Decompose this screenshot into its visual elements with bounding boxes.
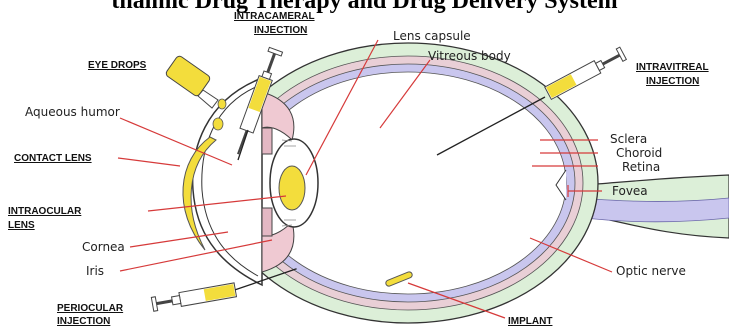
implant-label: IMPLANT xyxy=(508,316,552,327)
intravitreal-syringe-icon xyxy=(545,47,627,99)
cornea-label: Cornea xyxy=(82,240,125,254)
periocular-label: PERIOCULAR xyxy=(57,303,124,314)
intracameral-label: INTRACAMERAL xyxy=(234,11,315,22)
fovea-label: Fovea xyxy=(612,184,648,198)
iris-label: Iris xyxy=(86,264,104,278)
intracameral-label-2: INJECTION xyxy=(254,25,307,36)
sclera-label: Sclera xyxy=(610,132,647,146)
periocular-syringe-icon xyxy=(151,269,300,311)
lens-capsule-label: Lens capsule xyxy=(393,29,471,43)
periocular-label-2: INJECTION xyxy=(57,316,110,327)
choroid-label: Choroid xyxy=(616,146,662,160)
intraocular-label: INTRAOCULAR xyxy=(8,206,82,217)
eye-drops-label: EYE DROPS xyxy=(88,60,147,71)
intravitreal-label: INTRAVITREAL xyxy=(636,62,709,73)
aqueous-humor-label: Aqueous humor xyxy=(25,105,120,119)
retina-label: Retina xyxy=(622,160,660,174)
intravitreal-label-2: INJECTION xyxy=(646,76,699,87)
intraocular-lens xyxy=(279,166,305,210)
vitreous-body-label: Vitreous body xyxy=(428,49,511,63)
iris-upper xyxy=(262,128,272,154)
optic-nerve-label: Optic nerve xyxy=(616,264,686,278)
contact-lens-label: CONTACT LENS xyxy=(14,153,92,164)
eye-drop-bottle-icon xyxy=(165,55,226,130)
intraocular-label-2: LENS xyxy=(8,220,35,231)
iris-lower xyxy=(262,208,272,236)
